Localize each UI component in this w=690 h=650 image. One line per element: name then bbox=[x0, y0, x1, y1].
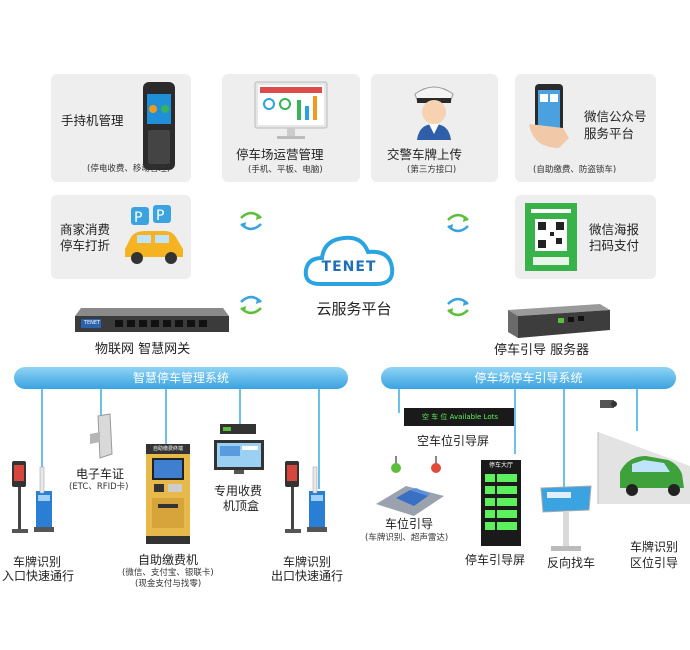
guide-screen-board-icon bbox=[481, 460, 521, 546]
left-system-bar: 智慧停车管理系统 bbox=[14, 367, 348, 389]
reverse-search-terminal-icon bbox=[540, 485, 592, 551]
kiosk-screen-text: 自助缴费终端 bbox=[152, 446, 183, 452]
handheld-terminal-icon bbox=[143, 82, 175, 170]
zone-label-2: 区位引导 bbox=[630, 556, 679, 570]
guide-screen-label: 停车引导屏 bbox=[465, 553, 526, 567]
entry-label-2: 入口快速通行 bbox=[2, 569, 75, 583]
connector-line bbox=[398, 389, 400, 413]
space-guide-title: 车位引导 bbox=[385, 517, 434, 531]
police-sub: (第三方接口) bbox=[407, 165, 457, 175]
connector-line bbox=[239, 389, 241, 425]
connector-line bbox=[636, 389, 638, 431]
police-title: 交警车牌上传 bbox=[387, 147, 463, 162]
booth-label-2: 机顶盒 bbox=[223, 499, 260, 513]
connector-line bbox=[165, 389, 167, 449]
set-top-box-monitor-icon bbox=[214, 424, 264, 474]
qr-poster-icon bbox=[525, 203, 577, 271]
space-indicator-screen-icon bbox=[404, 408, 514, 426]
wechat-official-title-1: 微信公众号 bbox=[584, 109, 647, 124]
wechat-pay-title-1: 微信海报 bbox=[589, 222, 640, 237]
reverse-label: 反向找车 bbox=[547, 556, 596, 570]
monitor-dashboard-icon bbox=[254, 81, 328, 139]
handheld-title: 手持机管理 bbox=[61, 113, 124, 128]
booth-label-1: 专用收费 bbox=[214, 484, 263, 498]
card-police: 交警车牌上传 (第三方接口) bbox=[371, 74, 498, 182]
gateway-brand: TENET bbox=[83, 320, 101, 326]
connector-line bbox=[514, 389, 516, 454]
space-guide-sub: (车牌识别、超声雷达) bbox=[365, 533, 449, 543]
svg-text:P: P bbox=[134, 210, 142, 226]
kiosk-sub-1: (微信、支付宝、银联卡) bbox=[122, 568, 214, 578]
connector-line bbox=[563, 389, 565, 487]
guide-screen-header: 停车大厅 bbox=[488, 462, 513, 469]
handheld-sub: (停电收费、移动管理) bbox=[87, 164, 171, 174]
connector-line bbox=[318, 389, 320, 489]
server-device-icon bbox=[508, 304, 610, 338]
space-screen-label: 空车位引导屏 bbox=[417, 434, 490, 448]
sync-arrows-icon bbox=[240, 295, 262, 315]
card-handheld: 手持机管理 (停电收费、移动管理) bbox=[51, 74, 191, 182]
zone-camera-car-icon bbox=[597, 400, 690, 504]
zone-label-1: 车牌识别 bbox=[630, 540, 679, 554]
card-merchant: 商家消费 停车打折 P P bbox=[51, 195, 191, 279]
gateway-device-icon bbox=[75, 308, 229, 332]
etc-sub: (ETC、RFID卡) bbox=[69, 482, 129, 492]
entry-label-1: 车牌识别 bbox=[13, 555, 62, 569]
police-officer-icon bbox=[414, 86, 454, 140]
parking-space-car-icon bbox=[376, 486, 444, 516]
operations-title: 停车场运营管理 bbox=[236, 147, 324, 162]
connector-line bbox=[100, 389, 102, 417]
smartphone-in-hand-icon bbox=[529, 84, 569, 148]
etc-antenna-icon bbox=[90, 413, 113, 459]
right-system-bar: 停车场停车引导系统 bbox=[381, 367, 676, 389]
wechat-official-title-2: 服务平台 bbox=[584, 126, 635, 141]
sync-arrows-icon bbox=[447, 213, 469, 233]
connector-line bbox=[41, 389, 43, 489]
gateway-label: 物联网 智慧网关 bbox=[95, 342, 191, 357]
cloud-icon bbox=[303, 235, 395, 286]
etc-title: 电子车证 bbox=[76, 467, 125, 481]
merchant-title-2: 停车打折 bbox=[60, 238, 111, 253]
cloud-logo: TENET bbox=[321, 259, 377, 275]
payment-kiosk-icon bbox=[146, 444, 190, 544]
kiosk-sub-2: (现金支付与找零) bbox=[135, 579, 202, 589]
space-lights-icon bbox=[391, 456, 441, 473]
exit-label-2: 出口快速通行 bbox=[271, 569, 344, 583]
merchant-title-1: 商家消费 bbox=[60, 222, 111, 237]
taxi-parking-icon: P P bbox=[125, 205, 183, 264]
sync-arrows-icon bbox=[447, 297, 469, 317]
sync-arrows-icon bbox=[240, 211, 262, 231]
cloud-label: 云服务平台 bbox=[316, 300, 392, 318]
card-operations: 停车场运营管理 (手机、平板、电脑) bbox=[222, 74, 360, 182]
space-screen-display: 空 车 位 Available Lots bbox=[421, 413, 499, 421]
exit-camera-barrier-icon bbox=[285, 461, 327, 533]
card-wechat-official: 微信公众号 服务平台 (自助缴费、防盗锁车) bbox=[515, 74, 656, 182]
exit-label-1: 车牌识别 bbox=[283, 555, 332, 569]
wechat-official-sub: (自助缴费、防盗锁车) bbox=[533, 165, 617, 175]
kiosk-title: 自助缴费机 bbox=[138, 553, 199, 567]
entry-camera-barrier-icon bbox=[12, 461, 54, 533]
server-label: 停车引导 服务器 bbox=[494, 343, 590, 358]
operations-sub: (手机、平板、电脑) bbox=[248, 165, 323, 175]
wechat-pay-title-2: 扫码支付 bbox=[589, 238, 640, 253]
svg-text:P: P bbox=[156, 208, 164, 224]
card-wechat-pay: 微信海报 扫码支付 bbox=[515, 195, 656, 279]
